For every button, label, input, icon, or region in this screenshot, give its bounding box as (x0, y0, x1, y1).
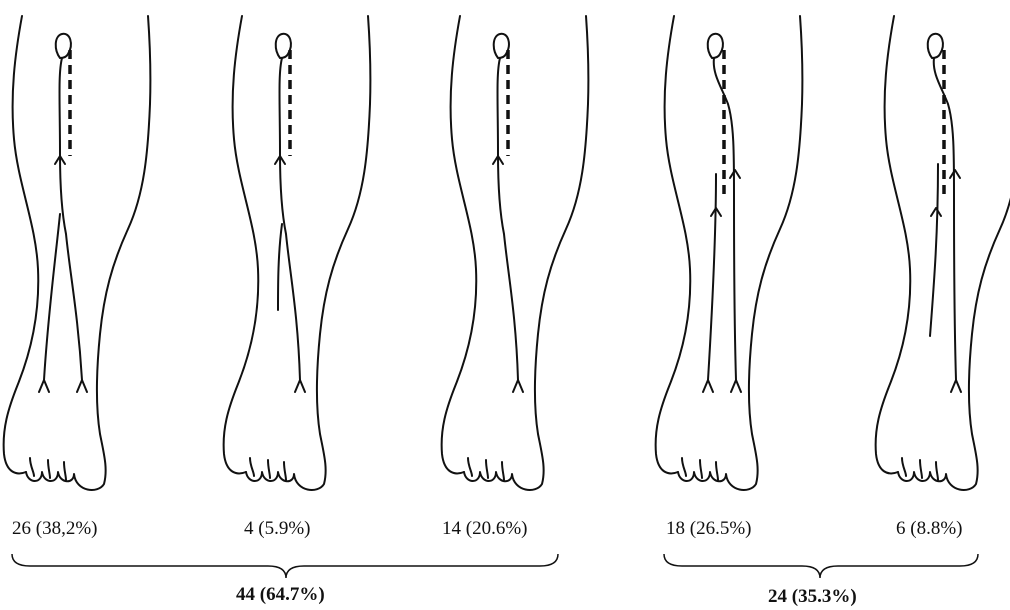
group-total-1: 44 (64.7%) (236, 584, 325, 606)
panel-label-4: 18 (26.5%) (666, 518, 751, 540)
leg-panel-4 (656, 16, 803, 490)
group-brace-2 (664, 554, 978, 578)
panel-label-3: 14 (20.6%) (442, 518, 527, 540)
leg-panel-3 (442, 16, 589, 490)
panel-label-1: 26 (38,2%) (12, 518, 97, 540)
panel-label-5: 6 (8.8%) (896, 518, 962, 540)
leg-panel-2 (224, 16, 371, 490)
group-brace-1 (12, 554, 558, 578)
group-total-2: 24 (35.3%) (768, 586, 857, 608)
leg-panel-5 (876, 16, 1010, 490)
leg-panel-1 (4, 16, 151, 490)
panel-label-2: 4 (5.9%) (244, 518, 310, 540)
